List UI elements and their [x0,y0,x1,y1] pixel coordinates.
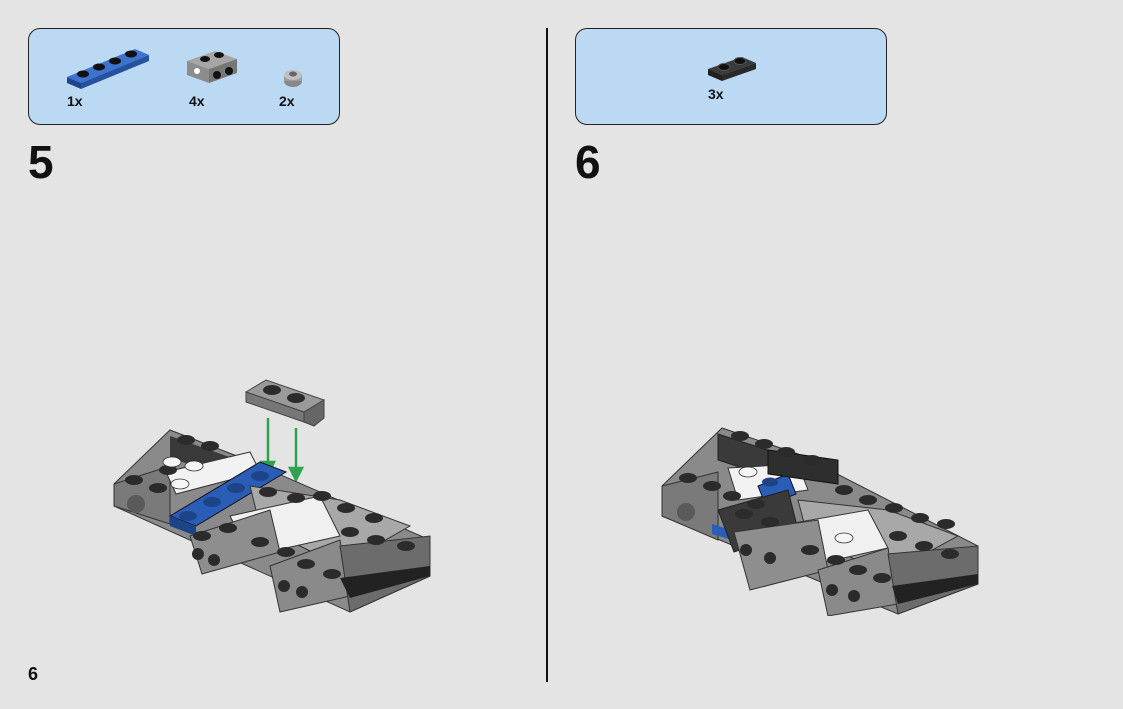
step-6-parts-box: 3x [575,28,887,125]
page-number: 6 [28,664,39,684]
part-qty: 2x [279,93,295,109]
base-assembly [661,427,979,616]
step-5-parts-box: 1x 4x 2x [28,28,340,125]
step-number: 6 [575,136,601,188]
blue-plate-1x4-icon [67,49,149,89]
black-plate-1x2-icon [708,57,756,81]
bracket-part-sub-assembly [244,379,326,427]
step-number: 5 [28,136,54,188]
round-stud-icon [284,70,302,87]
part-qty: 4x [189,93,205,109]
bracket-plate-icon [187,51,237,83]
step-5-assembly-illustration [113,379,431,613]
step-6-assembly-illustration [661,427,979,616]
page-divider [546,28,548,682]
base-assembly [113,429,431,613]
part-qty: 3x [708,86,724,102]
part-qty: 1x [67,93,83,109]
